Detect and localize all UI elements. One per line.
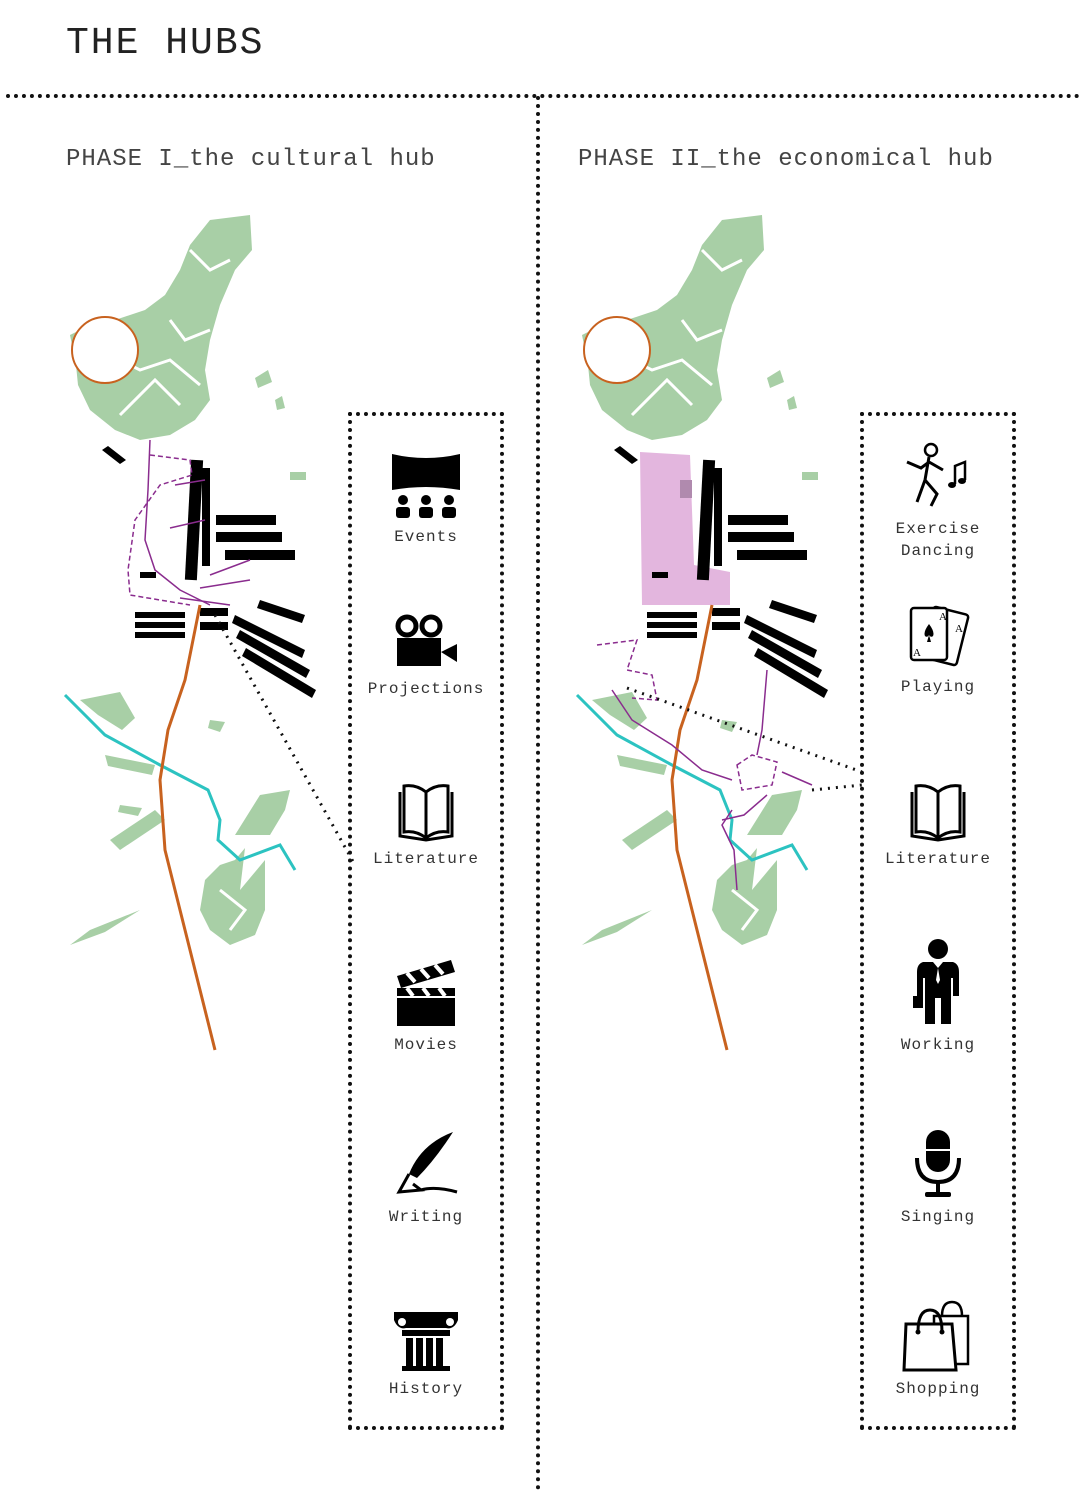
activity-working: Working: [864, 938, 1012, 1056]
activity-label: Working: [900, 1036, 976, 1054]
activity-playing: A A A Playing: [864, 604, 1012, 698]
plaza-circle: [583, 316, 651, 384]
activity-projections: Projections: [352, 612, 500, 700]
activity-label: Movies: [394, 1036, 458, 1054]
phase-1-map: [63, 215, 357, 1051]
page-title: THE HUBS: [66, 22, 265, 65]
movement-paths: [596, 639, 813, 891]
quill-pen-icon: [396, 1132, 458, 1194]
hub-building: [680, 480, 692, 498]
water-channel: [63, 693, 297, 871]
dancing-person-icon: [906, 442, 967, 507]
activity-label: Projections: [367, 680, 485, 698]
connector-dotted-line-2: [811, 783, 863, 792]
activity-label: Events: [394, 528, 458, 546]
connector-dotted-line: [213, 614, 357, 866]
theater-audience-icon: [392, 454, 460, 518]
activity-shopping: Shopping: [864, 1300, 1012, 1400]
businessman-icon: [913, 939, 959, 1024]
green-areas: [70, 215, 306, 945]
phase-1-heading: PHASE I_the cultural hub: [66, 146, 436, 173]
open-book-icon: [398, 784, 454, 842]
activity-writing: Writing: [352, 1130, 500, 1228]
svg-text:A: A: [913, 647, 921, 659]
ionic-column-icon: [394, 1312, 458, 1371]
open-book-icon: [910, 784, 966, 842]
buildings: [102, 446, 316, 698]
activity-literature: Literature: [864, 782, 1012, 870]
activity-label: Shopping: [895, 1380, 981, 1398]
svg-text:A: A: [955, 623, 963, 635]
clapperboard-icon: [397, 960, 455, 1026]
phase-2-heading: PHASE II_the economical hub: [578, 146, 994, 173]
movement-paths: [127, 439, 251, 606]
activity-label: Literature: [372, 850, 479, 868]
phase-2-activity-panel: Exercise Dancing A A A Playing Literatur…: [860, 412, 1016, 1430]
activity-label: Singing: [900, 1208, 976, 1226]
activity-singing: Singing: [864, 1128, 1012, 1228]
phase-2-map: [575, 215, 863, 1051]
activity-literature: Literature: [352, 782, 500, 870]
activity-label: Exercise Dancing: [895, 520, 981, 560]
activity-events: Events: [352, 450, 500, 548]
activity-history: History: [352, 1308, 500, 1400]
microphone-icon: [915, 1130, 961, 1197]
water-channel: [575, 693, 809, 871]
phase-1-activity-panel: Events Projections Literature Movies: [348, 412, 504, 1430]
main-road: [158, 604, 217, 1051]
green-area-paths: [99, 248, 248, 931]
shopping-bags-icon: [902, 1300, 970, 1372]
plaza-circle: [71, 316, 139, 384]
activity-label: Playing: [900, 678, 976, 696]
economical-hub-area: [640, 452, 730, 605]
horizontal-dotted-divider: [6, 94, 1080, 98]
connector-dotted-line: [626, 686, 863, 774]
playing-cards-icon: A A A: [909, 605, 970, 667]
activity-label: History: [388, 1380, 464, 1398]
main-road: [670, 604, 729, 1051]
svg-text:A: A: [939, 611, 947, 623]
video-camera-icon: [395, 614, 457, 666]
vertical-dotted-divider: [536, 96, 540, 1491]
buildings: [614, 446, 828, 698]
activity-label: Literature: [884, 850, 991, 868]
activity-exercise-dancing: Exercise Dancing: [864, 442, 1012, 562]
activity-movies: Movies: [352, 958, 500, 1056]
activity-label: Writing: [388, 1208, 464, 1226]
